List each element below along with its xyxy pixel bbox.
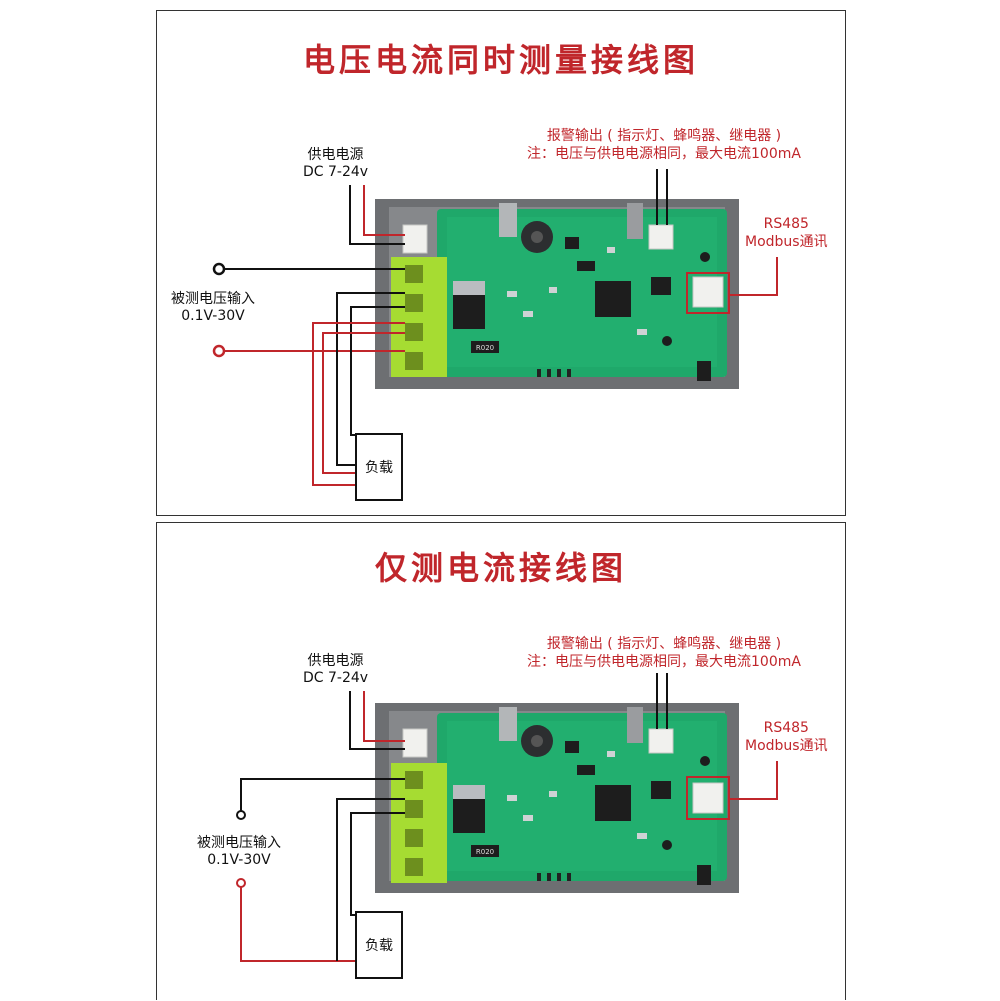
load-wire-black-1 — [336, 798, 405, 961]
power-voltage: DC 7-24v — [303, 164, 369, 180]
diagram-title: 电压电流同时测量接线图 — [302, 41, 699, 79]
voltage-input-label-block: 被测电压输入 0.1V-30V — [197, 835, 281, 869]
rs485-highlight — [686, 272, 730, 314]
voltage-wire-black — [240, 778, 405, 811]
alarm-connector — [648, 728, 674, 754]
alarm-label-block: 报警输出 ( 指示灯、蜂鸣器、继电器 ) 注：电压与供电电源相同，最大电流100… — [527, 127, 801, 163]
rs485-wire — [729, 761, 778, 800]
mcu-chip — [595, 281, 631, 317]
power-wire-red — [363, 185, 405, 236]
power-connector — [402, 728, 428, 758]
power-wire-black — [349, 691, 405, 750]
power-label: 供电电源 — [307, 653, 364, 669]
voltage-input-terminal-negative — [212, 262, 226, 276]
rs485-label: RS485 — [763, 216, 809, 232]
wiring-illustration: R020 — [236, 673, 778, 962]
mosfet — [453, 797, 485, 833]
alarm-label-block: 报警输出 ( 指示灯、蜂鸣器、继电器 ) 注：电压与供电电源相同，最大电流100… — [527, 635, 801, 671]
voltage-range: 0.1V-30V — [181, 308, 245, 324]
load-box: 负载 — [355, 911, 403, 979]
power-voltage: DC 7-24v — [303, 670, 369, 686]
power-label-block: 供电电源 DC 7-24v — [303, 147, 368, 181]
diagram-title: 仅测电流接线图 — [374, 549, 627, 587]
load-wire-black-2 — [350, 812, 405, 916]
modbus-label: Modbus通讯 — [745, 738, 828, 754]
load-wire-red — [240, 887, 357, 962]
power-label-block: 供电电源 DC 7-24v — [303, 653, 368, 687]
shunt-resistor — [471, 845, 499, 857]
voltage-input-label: 被测电压输入 — [171, 291, 255, 307]
load-label: 负载 — [365, 460, 393, 476]
alarm-label: 报警输出 ( 指示灯、蜂鸣器、继电器 ) — [546, 128, 782, 144]
diagram-panel-current-only: 仅测电流接线图 R020 — [156, 522, 846, 1000]
alarm-note: 注：电压与供电电源相同，最大电流100mA — [527, 146, 801, 162]
power-label: 供电电源 — [307, 147, 364, 163]
pcb-part-label: R020 — [476, 344, 494, 352]
load-wire-red-2 — [322, 332, 405, 474]
power-wire-black — [349, 185, 405, 245]
diagram-panel-combined: 电压电流同时测量接线图 R020 — [156, 10, 846, 516]
load-wire-black-1 — [336, 292, 405, 466]
voltage-input-terminal-positive — [236, 878, 246, 888]
load-box: 负载 — [355, 433, 403, 501]
rs485-wire — [729, 257, 778, 296]
rs485-label: RS485 — [763, 720, 809, 736]
power-wire-red — [363, 691, 405, 742]
load-wire-black-2 — [350, 306, 405, 436]
pcb-part-label: R020 — [476, 848, 494, 856]
power-connector — [402, 224, 428, 254]
mcu-chip — [595, 785, 631, 821]
voltage-input-terminal-negative — [236, 810, 246, 820]
wiring-illustration: R020 — [212, 169, 778, 486]
rs485-connector — [692, 782, 724, 814]
rs485-label-block: RS485 Modbus通讯 — [745, 215, 828, 251]
rs485-label-block: RS485 Modbus通讯 — [745, 719, 828, 755]
alarm-label: 报警输出 ( 指示灯、蜂鸣器、继电器 ) — [546, 636, 782, 652]
alarm-connector — [648, 224, 674, 250]
load-wire-red-1 — [312, 322, 405, 486]
shunt-resistor — [471, 341, 499, 353]
mosfet — [453, 293, 485, 329]
voltage-input-label-block: 被测电压输入 0.1V-30V — [171, 291, 255, 325]
alarm-note: 注：电压与供电电源相同，最大电流100mA — [527, 654, 801, 670]
voltage-range: 0.1V-30V — [207, 852, 271, 868]
voltage-input-label: 被测电压输入 — [197, 835, 281, 851]
modbus-label: Modbus通讯 — [745, 234, 828, 250]
voltage-input-terminal-positive — [212, 344, 226, 358]
rs485-connector — [692, 276, 724, 308]
load-label: 负载 — [365, 938, 393, 954]
